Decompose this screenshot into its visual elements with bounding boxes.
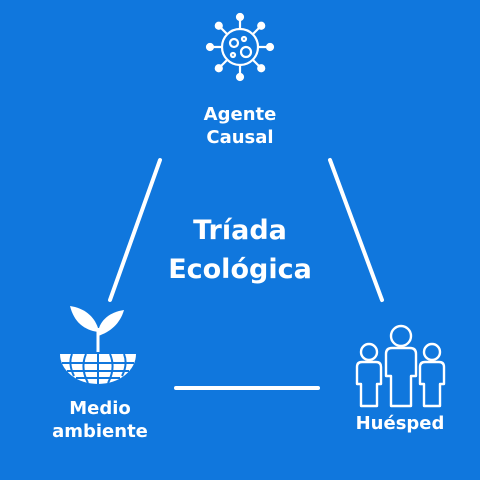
diagram-title-line-1: Tríada bbox=[193, 215, 287, 246]
environment-label-line-2: ambiente bbox=[52, 420, 148, 442]
host-label: Huésped bbox=[330, 413, 470, 436]
host-label-line-1: Huésped bbox=[355, 413, 445, 434]
agent-label-line-2: Causal bbox=[206, 126, 274, 148]
edge-agent-environment bbox=[108, 158, 162, 302]
virus-icon bbox=[205, 12, 275, 82]
diagram-title-line-2: Ecológica bbox=[168, 254, 312, 286]
plant-globe-icon bbox=[60, 306, 136, 384]
edge-agent-host bbox=[328, 158, 384, 302]
people-group-icon bbox=[355, 324, 446, 408]
environment-label: Medio ambiente bbox=[30, 398, 170, 443]
environment-label-line-1: Medio bbox=[69, 398, 131, 419]
agent-label-line-1: Agente bbox=[203, 104, 277, 125]
agent-label: Agente Causal bbox=[170, 104, 310, 149]
diagram-title: Tríada Ecológica bbox=[130, 211, 350, 289]
